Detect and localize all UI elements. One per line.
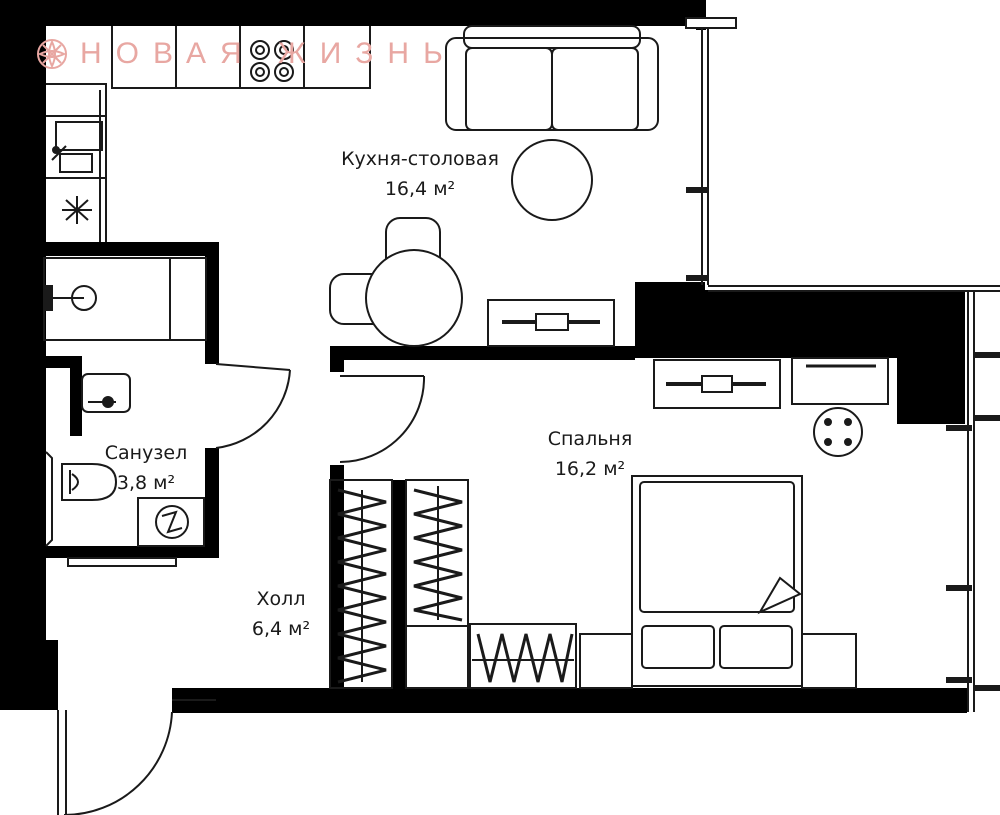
washing-machine-icon (137, 497, 205, 547)
room-label-bathroom: Санузел 3,8 м² (96, 438, 196, 498)
sofa-icon (445, 25, 659, 131)
room-area: 16,4 м² (384, 178, 456, 200)
room-name: Кухня-столовая (341, 148, 499, 170)
kitchen-sink-icon (51, 121, 103, 173)
kitchen-counter (46, 26, 371, 242)
brand-name: НОВАЯ ЖИЗНЬ (80, 37, 457, 70)
flower-logo-icon (37, 39, 67, 69)
toilet-icon (45, 451, 118, 547)
dresser-icon (653, 359, 781, 409)
room-area: 16,2 м² (554, 458, 626, 480)
tv-stand-icon (487, 299, 615, 347)
room-name: Холл (256, 588, 306, 610)
bathroom-door (215, 363, 291, 449)
windows (685, 17, 1000, 712)
wardrobe-left (329, 479, 393, 689)
bedroom-door (339, 375, 426, 463)
bathroom-threshold (67, 557, 177, 567)
room-label-bedroom: Спальня 16,2 м² (520, 424, 660, 484)
room-area: 6,4 м² (251, 618, 311, 640)
stove-icon (250, 40, 294, 82)
washbasin-icon (81, 373, 131, 413)
dining-chairs-icon (329, 217, 463, 347)
room-name: Спальня (547, 428, 633, 450)
brand-logo: НОВАЯ ЖИЗНЬ (36, 34, 457, 74)
round-table-icon (511, 139, 593, 221)
room-label-kitchen: Кухня-столовая 16,4 м² (330, 144, 510, 204)
room-name: Санузел (104, 442, 188, 464)
wardrobe-bedroom (469, 623, 577, 689)
desk-icon (791, 357, 889, 405)
fridge-icon (62, 196, 92, 224)
room-label-hall: Холл 6,4 м² (236, 584, 326, 644)
entrance-door (57, 699, 216, 815)
bed-icon (579, 475, 857, 689)
walls (0, 0, 967, 713)
room-area: 3,8 м² (116, 472, 176, 494)
stool-icon (813, 407, 863, 457)
wardrobe-middle (405, 479, 469, 689)
bathtub-icon (43, 257, 207, 341)
